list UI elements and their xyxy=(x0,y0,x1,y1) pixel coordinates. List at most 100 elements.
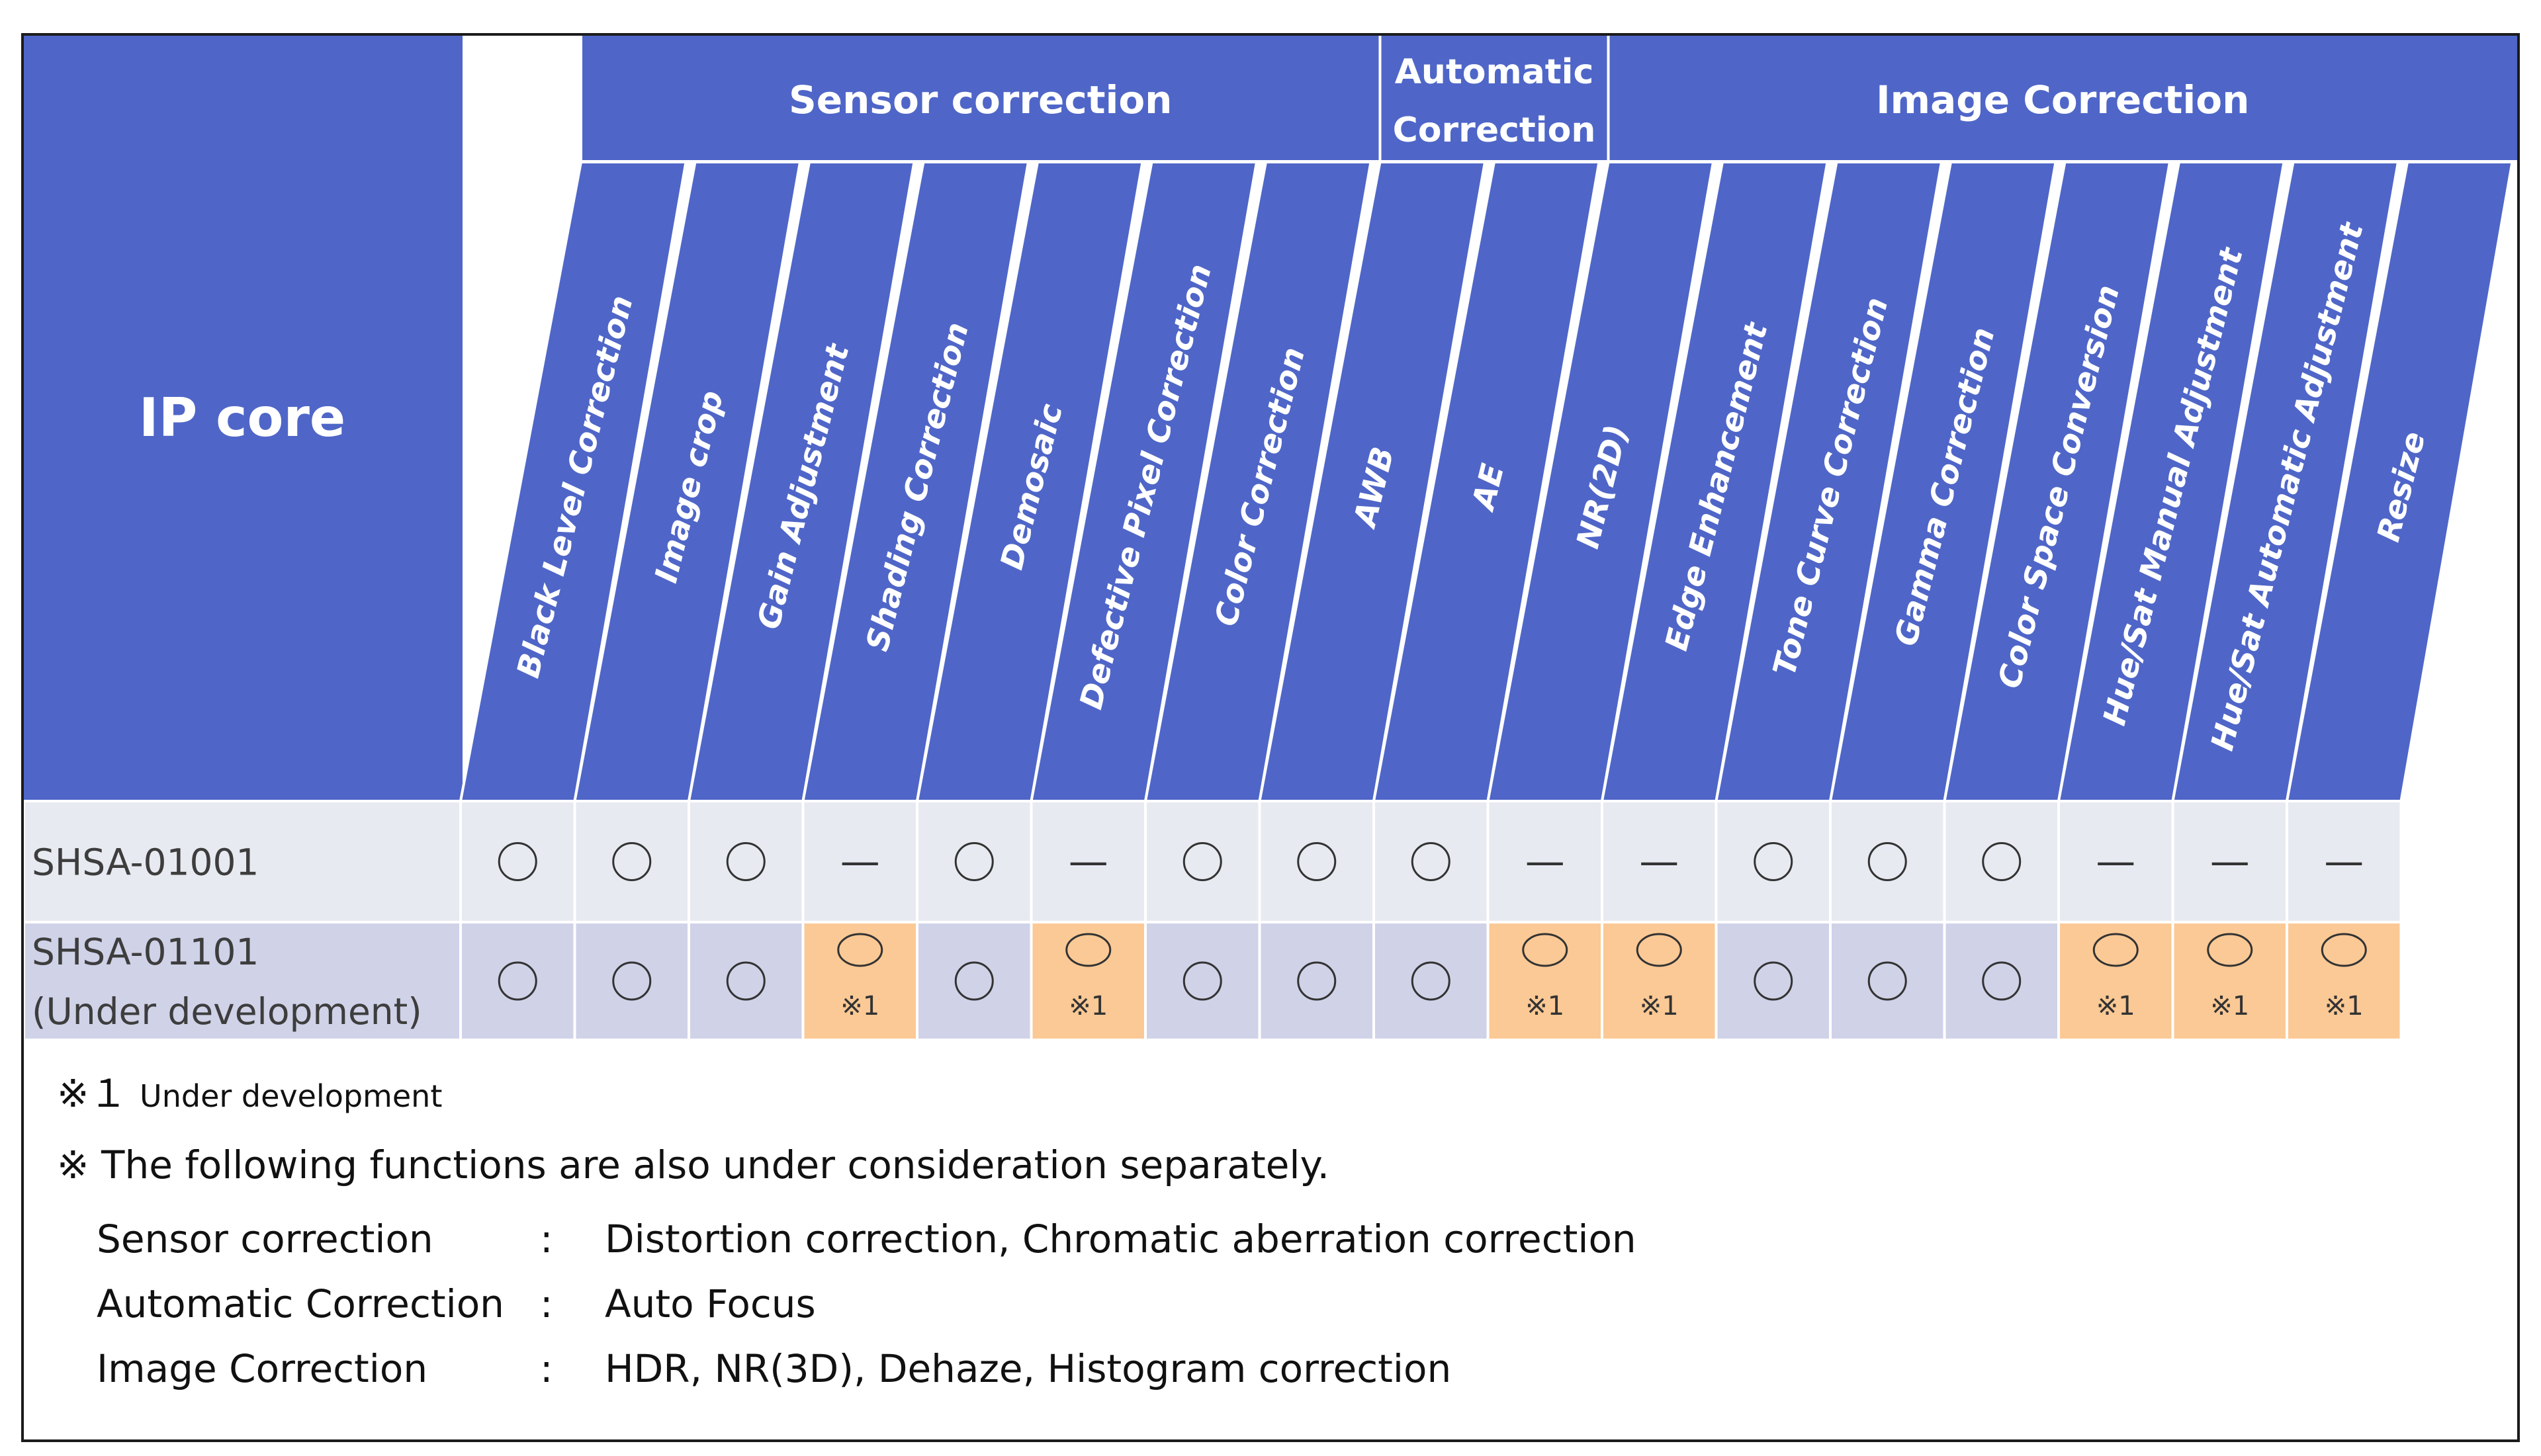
function-category-image: Image Correction xyxy=(97,1346,428,1391)
row-name-line: SHSA-01101 xyxy=(32,931,259,973)
table-cell xyxy=(801,921,918,1041)
table-cell xyxy=(688,921,805,1041)
function-category-automatic: Automatic Correction xyxy=(97,1281,504,1326)
supported-mark xyxy=(726,961,766,1001)
table-cell xyxy=(688,800,805,923)
table-cell xyxy=(1144,921,1261,1041)
table-cell xyxy=(1144,800,1261,923)
function-items-sensor: Distortion correction, Chromatic aberrat… xyxy=(605,1217,1636,1262)
table-cell xyxy=(2057,800,2174,923)
table-cell xyxy=(1601,800,1718,923)
row-name-cell xyxy=(24,921,462,1041)
table-cell xyxy=(459,921,576,1041)
group-label-automatic-line-1: Automatic xyxy=(1395,52,1594,92)
table-cell xyxy=(573,921,690,1041)
table-cell xyxy=(1715,800,1832,923)
not-supported-mark: — xyxy=(2096,839,2135,885)
function-items-image: HDR, NR(3D), Dehaze, Histogram correctio… xyxy=(605,1346,1452,1391)
supported-mark xyxy=(498,842,537,881)
table-cell xyxy=(916,800,1033,923)
supported-mark xyxy=(1065,933,1112,967)
supported-mark xyxy=(1867,842,1907,881)
table-cell xyxy=(2171,921,2288,1041)
note-reference-mark: ※1 xyxy=(2210,991,2249,1021)
group-header-sensor xyxy=(581,36,1380,160)
ip-core-label: IP core xyxy=(139,387,345,449)
note-reference-mark: ※1 xyxy=(2096,991,2135,1021)
function-items-automatic: Auto Focus xyxy=(605,1281,816,1326)
supported-mark xyxy=(954,961,994,1001)
not-supported-mark: — xyxy=(840,839,880,885)
table-cell xyxy=(916,921,1033,1041)
table-cell xyxy=(1372,921,1490,1041)
ip-core-header-cell xyxy=(24,36,463,801)
not-supported-mark: — xyxy=(1525,839,1565,885)
table-cell xyxy=(573,800,690,923)
table-cell xyxy=(1030,921,1147,1041)
table-cell xyxy=(1486,921,1603,1041)
row-name: SHSA-01001 xyxy=(32,841,259,884)
table-cell xyxy=(801,800,918,923)
group-header-automatic xyxy=(1380,36,1609,160)
group-header-image xyxy=(1608,36,2517,160)
supported-mark xyxy=(1182,842,1222,881)
table-cell xyxy=(1829,921,1946,1041)
not-supported-mark: — xyxy=(1639,839,1679,885)
note-reference-mark: ※1 xyxy=(840,991,879,1021)
not-supported-mark: — xyxy=(1069,839,1108,885)
table-cell xyxy=(1943,921,2060,1041)
colon-sensor: : xyxy=(540,1217,553,1262)
supported-mark xyxy=(1982,961,2022,1001)
supported-mark xyxy=(1411,842,1450,881)
ip-core-feature-table: IP core Sensor correction AutomaticCorrect… xyxy=(24,36,2517,1041)
note-1: ※１ Under development xyxy=(57,1074,442,1113)
supported-mark xyxy=(726,842,766,881)
note-reference-mark: ※1 xyxy=(1640,991,1679,1021)
table-cell xyxy=(2286,921,2403,1041)
table-cell xyxy=(1601,921,1718,1041)
table-cell xyxy=(1829,800,1946,923)
table-cell xyxy=(1486,800,1603,923)
supported-mark xyxy=(1754,842,1793,881)
supported-mark xyxy=(1754,961,1793,1001)
table-cell xyxy=(1258,921,1375,1041)
supported-mark xyxy=(1297,842,1337,881)
table-cell xyxy=(2057,921,2174,1041)
group-label-sensor: Sensor correction xyxy=(789,77,1172,122)
colon-image: : xyxy=(540,1346,553,1391)
function-category-sensor: Sensor correction xyxy=(97,1217,433,1262)
not-supported-mark: — xyxy=(2324,839,2364,885)
supported-mark xyxy=(954,842,994,881)
note-reference-mark: ※1 xyxy=(1525,991,1564,1021)
note-2: ※ The following functions are also under… xyxy=(57,1142,1330,1187)
table-cell xyxy=(1258,800,1375,923)
table-cell xyxy=(1372,800,1490,923)
supported-mark xyxy=(1297,961,1337,1001)
not-supported-mark: — xyxy=(2210,839,2250,885)
colon-automatic: : xyxy=(540,1281,553,1326)
table-cell xyxy=(1030,800,1147,923)
supported-mark xyxy=(1636,933,1682,967)
group-label-automatic-line-2: Correction xyxy=(1393,110,1596,150)
table-cell xyxy=(1715,921,1832,1041)
supported-mark xyxy=(612,961,652,1001)
note-reference-mark: ※1 xyxy=(1069,991,1108,1021)
supported-mark xyxy=(1982,842,2022,881)
supported-mark xyxy=(498,961,537,1001)
supported-mark xyxy=(837,933,883,967)
group-label-image: Image Correction xyxy=(1876,77,2249,122)
table-cell xyxy=(459,800,576,923)
note-1-text: Under development xyxy=(140,1078,443,1114)
table-cell xyxy=(1943,800,2060,923)
supported-mark xyxy=(2092,933,2139,967)
supported-mark xyxy=(1867,961,1907,1001)
supported-mark xyxy=(1522,933,1568,967)
table-cell xyxy=(2286,800,2403,923)
note-reference-mark: ※1 xyxy=(2325,991,2364,1021)
supported-mark xyxy=(612,842,652,881)
supported-mark xyxy=(2321,933,2367,967)
supported-mark xyxy=(2207,933,2253,967)
supported-mark xyxy=(1182,961,1222,1001)
supported-mark xyxy=(1411,961,1450,1001)
